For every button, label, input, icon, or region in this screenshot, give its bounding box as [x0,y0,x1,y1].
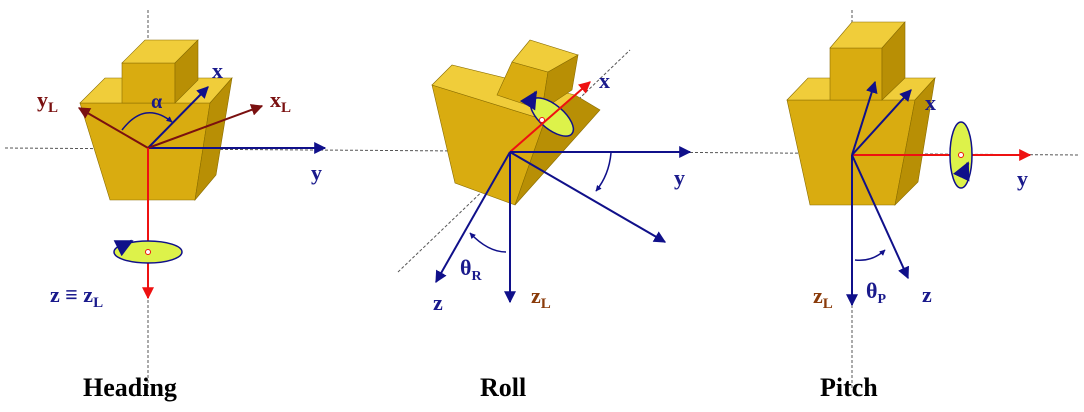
roll-zl-label: zL [531,283,551,312]
pitch-y-label: y [1017,166,1028,191]
pitch-rotation-arrow [953,161,970,182]
heading-rotation-arrow [113,239,134,257]
roll-rotated-y-axis [509,151,667,243]
roll-panel: x y θR z zL Roll [397,39,692,402]
roll-x-label: x [599,68,610,93]
roll-y-angle-arc [595,152,612,192]
roll-theta-label: θR [460,255,482,284]
pitch-theta-label: θP [866,278,886,307]
heading-z-label: z ≡ zL [50,282,103,311]
heading-xl-axis [147,104,264,149]
pitch-panel: x y zL θP z Pitch [786,10,1032,402]
pitch-ship-body [786,21,936,206]
heading-x-axis [147,86,209,149]
heading-y-label: y [311,160,322,185]
pitch-x-axis [851,89,912,156]
roll-angle-arc [469,232,507,253]
pitch-x-label: x [925,90,936,115]
heading-yl-label: yL [37,87,58,116]
heading-x-label: x [212,58,223,83]
pitch-zl-label: zL [813,283,833,312]
heading-caption: Heading [83,373,177,402]
roll-y-label: y [674,165,685,190]
roll-x-axis [509,81,591,153]
heading-angle-arc [121,111,173,131]
roll-z-axis [435,151,511,284]
pitch-rotated-x-axis [851,80,878,156]
pitch-angle-arc [854,249,886,262]
roll-z-label: z [433,290,443,315]
heading-yl-axis [77,107,149,149]
heading-alpha-label: α [151,91,162,113]
heading-xl-label: xL [270,87,291,116]
roll-ship-body [431,39,601,206]
roll-caption: Roll [480,373,526,402]
heading-ship-body [79,39,233,202]
pitch-caption: Pitch [820,373,878,402]
pitch-z-label: z [922,282,932,307]
pitch-z-axis [851,154,909,280]
heading-panel: x xL yL α y z ≡ zL Heading [37,10,327,402]
roll-rotation-arrow [519,90,538,111]
